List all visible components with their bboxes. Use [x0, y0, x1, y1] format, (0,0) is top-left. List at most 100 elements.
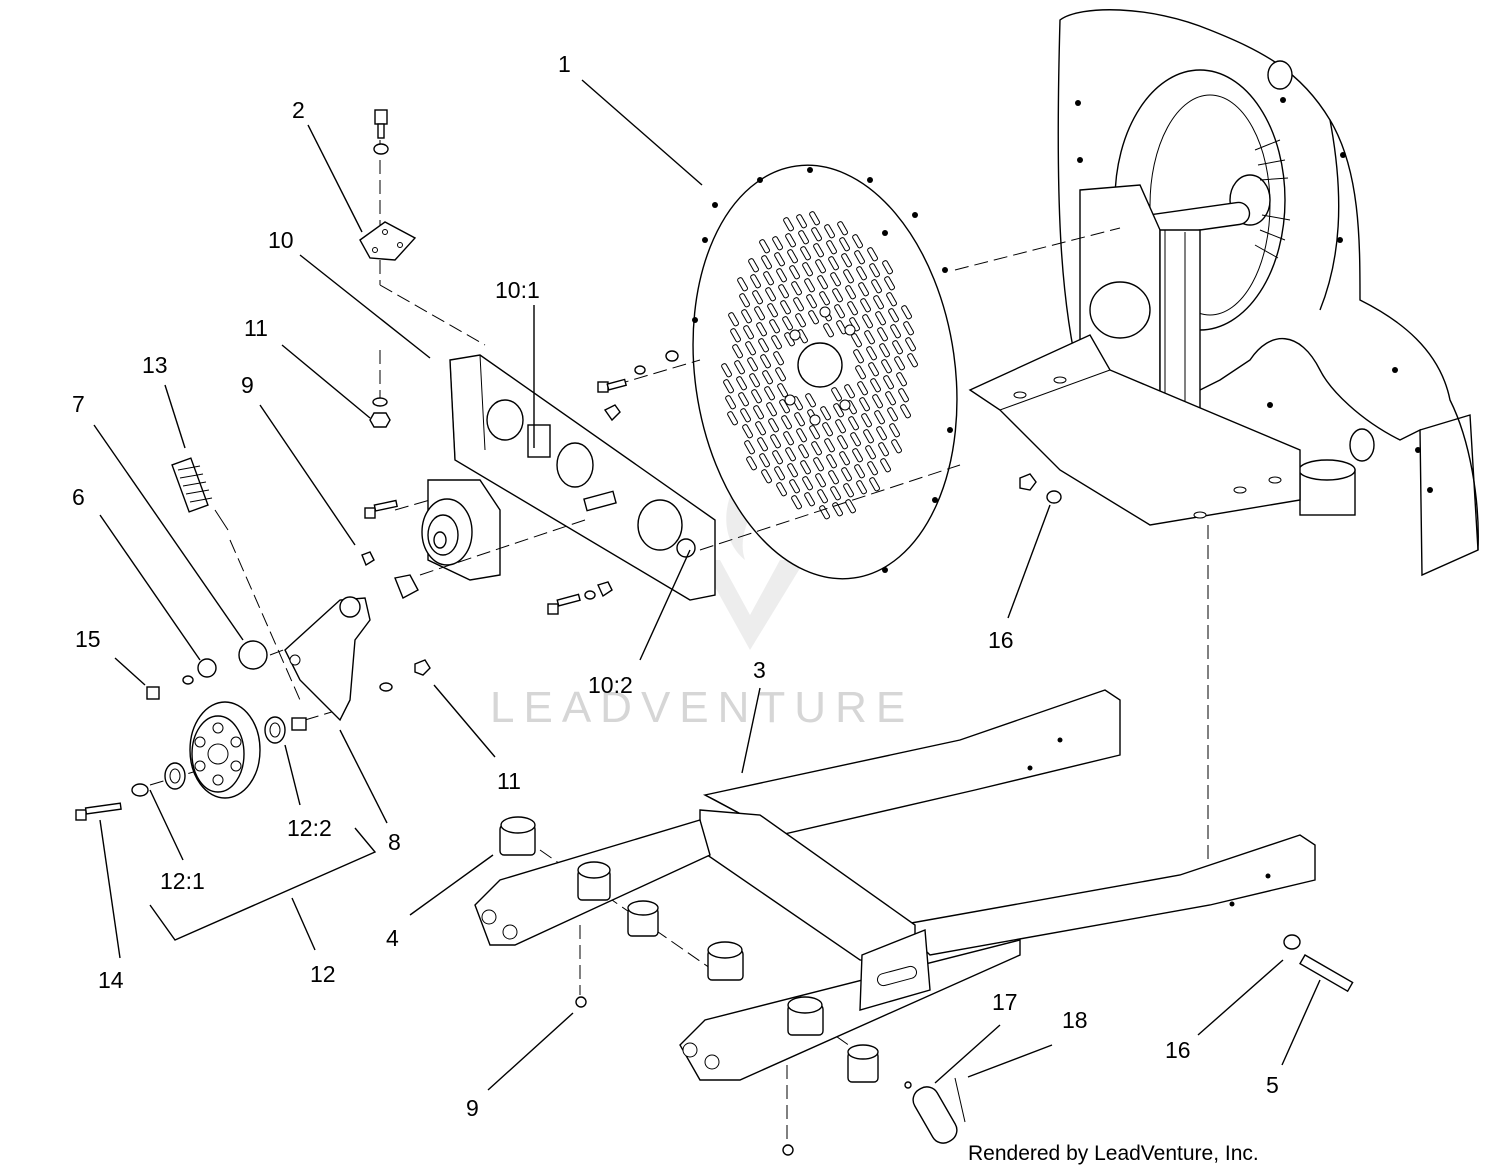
screen-slot [824, 438, 835, 453]
screen-slot [754, 306, 765, 321]
screen-slot [836, 320, 847, 335]
callout-1: 1 [558, 51, 571, 77]
callout-3: 3 [753, 657, 766, 683]
screen-slot [885, 391, 896, 406]
screen-slot [824, 224, 835, 239]
screen-slot [802, 262, 813, 277]
callout-7: 7 [72, 391, 85, 417]
screen-slot [883, 375, 895, 390]
screen-slot [888, 308, 900, 323]
callout-10: 10 [268, 227, 294, 253]
screen-slot [855, 365, 866, 380]
screen-slot [728, 312, 739, 327]
screen-slot [805, 393, 817, 408]
screen-slot [791, 281, 803, 296]
screen-slot [779, 399, 791, 414]
screen-slot [907, 353, 919, 368]
screen-slot [811, 441, 823, 456]
screen-slot [861, 413, 872, 428]
callout-10-2: 10:2 [588, 672, 633, 698]
screen-slot [845, 285, 857, 300]
screen-slot [734, 360, 745, 375]
render-credit: Rendered by LeadVenture, Inc. [968, 1142, 1259, 1165]
screen-slot [775, 367, 787, 382]
screen-slot [760, 354, 771, 369]
screen-slot [759, 239, 770, 254]
screen-slot [800, 460, 811, 475]
screen-slot [815, 259, 827, 274]
screen-slot [750, 274, 762, 289]
screen-slot [876, 426, 888, 441]
screen-slot [739, 293, 751, 308]
screen-slot [749, 373, 760, 388]
screen-slot [772, 236, 783, 251]
screen-slot [859, 397, 871, 412]
callout-8: 8 [388, 829, 401, 855]
screen-slot [877, 327, 889, 342]
screen-slot [785, 447, 797, 462]
screen-slot [782, 316, 793, 331]
screen-slot [761, 469, 772, 484]
callout-11-top: 11 [244, 315, 268, 341]
screen-slot [767, 303, 779, 318]
screen-slot [839, 451, 851, 466]
screen-slot [742, 424, 753, 439]
screen-slot [787, 249, 799, 264]
screen-slot [751, 389, 763, 404]
screen-slot [886, 292, 897, 307]
hardware [75, 109, 1062, 821]
callout-10-1: 10:1 [495, 277, 540, 303]
screen-slot [867, 461, 878, 476]
screen-slot [730, 328, 741, 343]
callout-labels: 1 2 10 10:1 11 13 9 7 6 15 10:2 3 16 11 … [72, 51, 1279, 1121]
callout-5: 5 [1266, 1072, 1279, 1098]
screen-slot [736, 376, 747, 391]
screen-slot [813, 457, 824, 472]
adapter-plate [449, 354, 716, 601]
screen-slot [773, 351, 785, 366]
screen-slot [845, 499, 857, 514]
screen-slot [884, 276, 895, 291]
screen-slot [723, 379, 734, 394]
idler-pulley [189, 701, 261, 799]
screen-slot [879, 343, 890, 358]
screen-slot [787, 463, 799, 478]
screen-slot [900, 404, 912, 419]
leader-lines [93, 79, 1321, 1091]
screen-slot [759, 453, 770, 468]
screen-slot [795, 313, 806, 328]
screen-slot [820, 406, 831, 421]
screen-slot [761, 255, 772, 270]
screen-slot [802, 476, 813, 491]
screen-slot [798, 230, 810, 245]
screen-slot [843, 483, 854, 498]
screen-slot [770, 434, 781, 449]
screen-slot [819, 291, 830, 306]
screen-slot [889, 423, 901, 438]
screen-slot [887, 407, 899, 422]
screen-slot [740, 408, 751, 423]
screen-slot [817, 489, 829, 504]
screen-slot [869, 477, 881, 492]
screen-slot [852, 448, 864, 463]
screen-slot [831, 387, 842, 402]
callout-12-2: 12:2 [287, 815, 332, 841]
callout-14: 14 [98, 967, 124, 993]
screen-slot [882, 260, 894, 275]
screen-slot [858, 282, 870, 297]
screen-slot [813, 243, 824, 258]
screen-slot [737, 277, 748, 292]
screen-slot [832, 288, 843, 303]
screen-slot [721, 363, 733, 378]
screen-slot [809, 425, 821, 440]
screen-slot [817, 275, 829, 290]
screen-slot [758, 338, 769, 353]
spring [171, 457, 229, 531]
frame-assembly [474, 689, 1354, 1156]
screen-slot [756, 322, 768, 337]
callout-9-bottom: 9 [466, 1095, 479, 1121]
screen-slot [763, 271, 775, 286]
screen-slot [856, 266, 867, 281]
screen-slot [745, 341, 757, 356]
screen-slot [768, 418, 780, 433]
